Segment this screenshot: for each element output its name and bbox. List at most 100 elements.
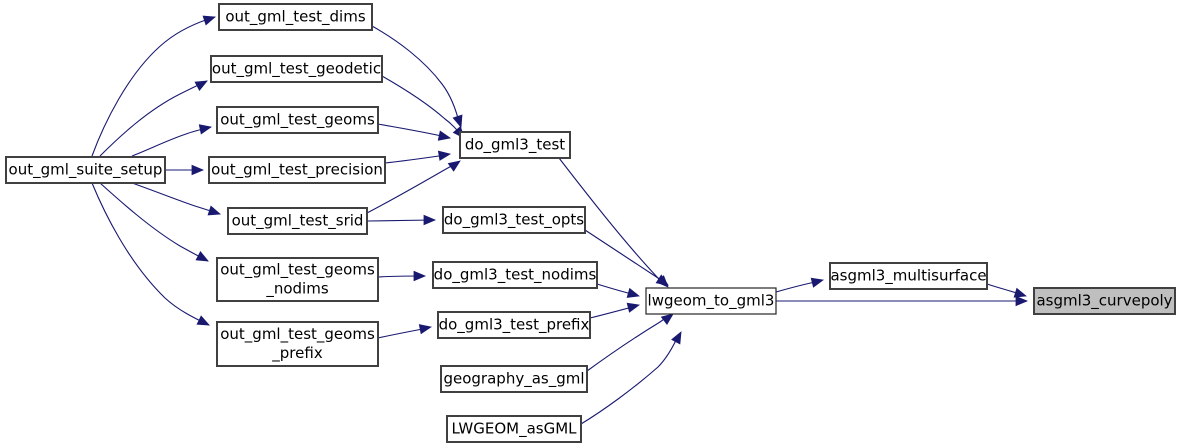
node-box-do_gml3_test_opts[interactable]	[442, 206, 586, 234]
arrowhead	[626, 287, 640, 298]
node-geography_as_gml[interactable]: geography_as_gml	[440, 365, 588, 393]
arrowhead	[660, 313, 674, 326]
arrowhead-lwgeom_to_gml3->asgml3_curvepoly	[1015, 295, 1029, 307]
arrowhead	[1015, 295, 1029, 307]
node-label-out_gml_test_geoms_prefix: out_gml_test_geoms	[220, 325, 375, 344]
arrowhead-out_gml_suite_setup->out_gml_test_geoms_nodims	[195, 251, 209, 262]
node-do_gml3_test_nodims[interactable]: do_gml3_test_nodims	[432, 261, 598, 289]
node-out_gml_test_precision[interactable]: out_gml_test_precision	[208, 156, 386, 184]
node-box-out_gml_test_precision[interactable]	[208, 156, 386, 184]
arrowhead	[191, 164, 205, 176]
node-label-do_gml3_test_nodims: do_gml3_test_nodims	[434, 266, 597, 285]
node-out_gml_test_geodetic[interactable]: out_gml_test_geodetic	[210, 55, 383, 83]
node-out_gml_test_geoms[interactable]: out_gml_test_geoms	[216, 106, 379, 134]
arrowhead	[655, 274, 669, 286]
edge-out_gml_suite_setup-to-out_gml_test_geodetic	[99, 80, 208, 157]
arrowhead-lwgeom_to_gml3->asgml3_multisurface	[810, 277, 825, 288]
node-LWGEOM_asGML[interactable]: LWGEOM_asGML	[446, 415, 582, 443]
node-box-asgml3_multisurface[interactable]	[829, 262, 988, 290]
node-box-out_gml_test_geodetic[interactable]	[210, 55, 383, 83]
node-asgml3_curvepoly[interactable]: asgml3_curvepoly	[1033, 287, 1176, 315]
node-out_gml_test_dims[interactable]: out_gml_test_dims	[218, 3, 373, 31]
node-box-do_gml3_test_nodims[interactable]	[432, 261, 598, 289]
arrowhead	[437, 150, 452, 161]
arrowhead	[418, 324, 433, 335]
arrowhead	[195, 251, 209, 262]
node-asgml3_multisurface[interactable]: asgml3_multisurface	[829, 262, 988, 290]
node-box-out_gml_test_geoms_nodims[interactable]	[216, 257, 379, 302]
arrowhead	[1013, 287, 1027, 298]
arrowhead	[423, 214, 437, 226]
arrowheads-layer	[191, 15, 1029, 345]
arrowhead	[671, 331, 682, 345]
node-lwgeom_to_gml3[interactable]: lwgeom_to_gml3	[645, 287, 777, 315]
edge-out_gml_suite_setup-to-out_gml_test_geoms	[131, 126, 212, 157]
arrowhead-out_gml_suite_setup->out_gml_test_geoms_prefix	[196, 315, 210, 326]
node-box-asgml3_curvepoly[interactable]	[1033, 287, 1176, 315]
node-box-out_gml_test_geoms_prefix[interactable]	[216, 321, 379, 367]
node-do_gml3_test_opts[interactable]: do_gml3_test_opts	[442, 206, 586, 234]
node-label-asgml3_multisurface: asgml3_multisurface	[830, 267, 986, 286]
node-label-out_gml_test_geoms_prefix: _prefix	[271, 344, 323, 363]
node-label-do_gml3_test_opts: do_gml3_test_opts	[444, 211, 584, 230]
node-box-geography_as_gml[interactable]	[440, 365, 588, 393]
node-box-do_gml3_test_prefix[interactable]	[437, 311, 591, 339]
arrowhead-out_gml_suite_setup->out_gml_test_srid	[207, 205, 221, 216]
node-label-do_gml3_test: do_gml3_test	[465, 136, 565, 155]
node-label-out_gml_test_precision: out_gml_test_precision	[211, 161, 383, 180]
node-out_gml_test_srid[interactable]: out_gml_test_srid	[227, 207, 368, 235]
node-box-out_gml_test_geoms[interactable]	[216, 106, 379, 134]
arrowhead-out_gml_test_geoms_nodims->do_gml3_test_nodims	[413, 270, 427, 282]
node-label-lwgeom_to_gml3: lwgeom_to_gml3	[648, 292, 775, 311]
arrowhead	[810, 277, 825, 288]
edge-geography_as_gml-to-lwgeom_to_gml3	[586, 314, 672, 372]
node-box-do_gml3_test[interactable]	[459, 131, 571, 159]
arrowhead-out_gml_suite_setup->out_gml_test_dims	[202, 15, 216, 26]
node-label-out_gml_test_geoms: out_gml_test_geoms	[220, 111, 375, 130]
node-do_gml3_test_prefix[interactable]: do_gml3_test_prefix	[437, 311, 591, 339]
arrowhead-out_gml_test_srid->do_gml3_test_opts	[423, 214, 437, 226]
node-box-LWGEOM_asGML[interactable]	[446, 415, 582, 443]
arrowhead	[626, 302, 641, 313]
arrowhead-out_gml_test_geoms_prefix->do_gml3_test_prefix	[418, 324, 433, 335]
arrowhead	[198, 124, 213, 135]
edge-out_gml_test_dims-to-do_gml3_test	[371, 25, 461, 127]
arrowhead-out_gml_suite_setup->out_gml_test_geoms	[198, 124, 213, 135]
arrowhead	[194, 80, 208, 91]
node-label-do_gml3_test_prefix: do_gml3_test_prefix	[439, 316, 590, 335]
node-out_gml_test_geoms_prefix[interactable]: out_gml_test_geoms_prefix	[216, 321, 379, 367]
edge-out_gml_suite_setup-to-out_gml_test_srid	[131, 182, 221, 215]
node-label-out_gml_test_srid: out_gml_test_srid	[232, 212, 364, 231]
node-label-asgml3_curvepoly: asgml3_curvepoly	[1036, 292, 1172, 311]
arrowhead	[437, 130, 452, 141]
arrowhead-out_gml_test_precision->do_gml3_test	[437, 150, 452, 161]
arrowhead-out_gml_test_srid->do_gml3_test	[447, 160, 461, 172]
node-out_gml_suite_setup[interactable]: out_gml_suite_setup	[5, 156, 166, 184]
arrowhead	[413, 270, 427, 282]
arrowhead	[196, 315, 210, 326]
arrowhead	[207, 205, 221, 216]
node-do_gml3_test[interactable]: do_gml3_test	[459, 131, 571, 159]
node-box-lwgeom_to_gml3[interactable]	[645, 287, 777, 315]
arrowhead-do_gml3_test_prefix->lwgeom_to_gml3	[626, 302, 641, 313]
arrowhead-out_gml_suite_setup->out_gml_test_geodetic	[194, 80, 208, 91]
node-out_gml_test_geoms_nodims[interactable]: out_gml_test_geoms_nodims	[216, 257, 379, 302]
node-box-out_gml_test_srid[interactable]	[227, 207, 368, 235]
node-label-LWGEOM_asGML: LWGEOM_asGML	[451, 420, 577, 439]
node-label-out_gml_test_geoms_nodims: out_gml_test_geoms	[220, 261, 375, 280]
arrowhead-geography_as_gml->lwgeom_to_gml3	[660, 313, 674, 326]
node-box-out_gml_test_dims[interactable]	[218, 3, 373, 31]
arrowhead-asgml3_multisurface->asgml3_curvepoly	[1013, 287, 1027, 298]
node-box-out_gml_suite_setup[interactable]	[5, 156, 166, 184]
arrowhead-do_gml3_test_opts->lwgeom_to_gml3	[655, 274, 669, 286]
arrowhead	[202, 15, 216, 26]
arrowhead	[452, 114, 463, 128]
arrowhead	[447, 160, 461, 172]
edge-out_gml_test_srid-to-do_gml3_test_opts	[366, 219, 433, 222]
edge-out_gml_suite_setup-to-out_gml_test_dims	[91, 16, 216, 157]
edge-out_gml_test_precision-to-do_gml3_test	[384, 154, 447, 164]
edge-out_gml_suite_setup-to-out_gml_test_geoms_nodims	[99, 182, 209, 262]
arrowhead-out_gml_test_dims->do_gml3_test	[452, 114, 463, 128]
